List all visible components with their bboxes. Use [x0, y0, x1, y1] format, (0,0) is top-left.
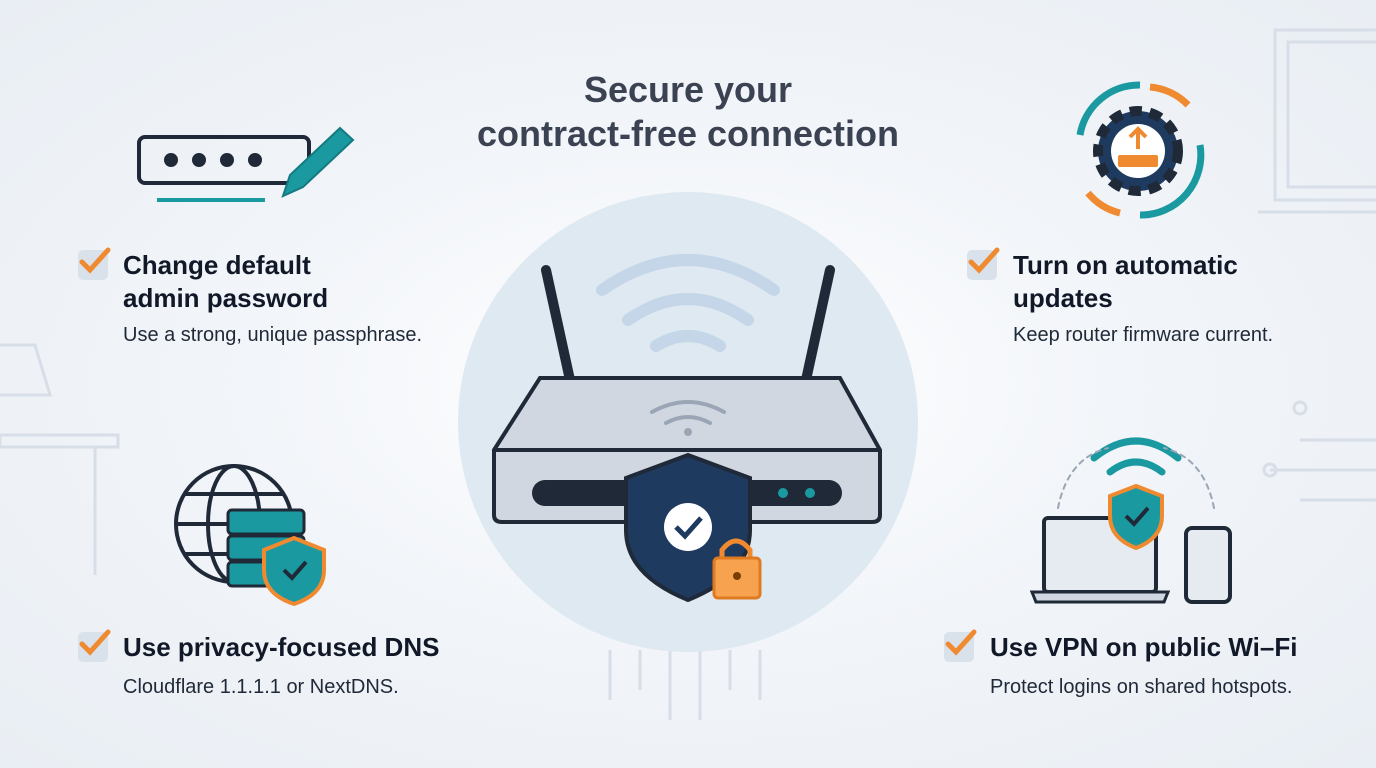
checkbox-checked[interactable] — [944, 629, 977, 662]
password-pencil-icon — [137, 126, 355, 202]
item-desc: Protect logins on shared hotspots. — [990, 676, 1293, 698]
checkbox-checked[interactable] — [78, 629, 111, 662]
title-line-2: contract-free connection — [476, 113, 900, 154]
devices-vpn-icon — [1029, 437, 1232, 604]
checkbox-checked[interactable] — [78, 247, 111, 280]
globe-server-shield-icon — [174, 464, 326, 607]
checkbox-checked[interactable] — [967, 247, 1000, 280]
item-desc: Use a strong, unique passphrase. — [123, 324, 423, 346]
item-desc: Cloudflare 1.1.1.1 or NextDNS. — [123, 676, 399, 698]
item-title: Use VPN on public Wi–Fi — [990, 632, 1298, 662]
router-shield-illustration — [492, 254, 882, 603]
page-title: Secure your contract-free connection — [388, 68, 988, 156]
title-line-1: Secure your — [583, 69, 793, 110]
item-desc: Keep router firmware current. — [1013, 324, 1274, 346]
item-title: Use privacy-focused DNS — [123, 632, 440, 662]
gear-update-icon — [1076, 81, 1205, 219]
